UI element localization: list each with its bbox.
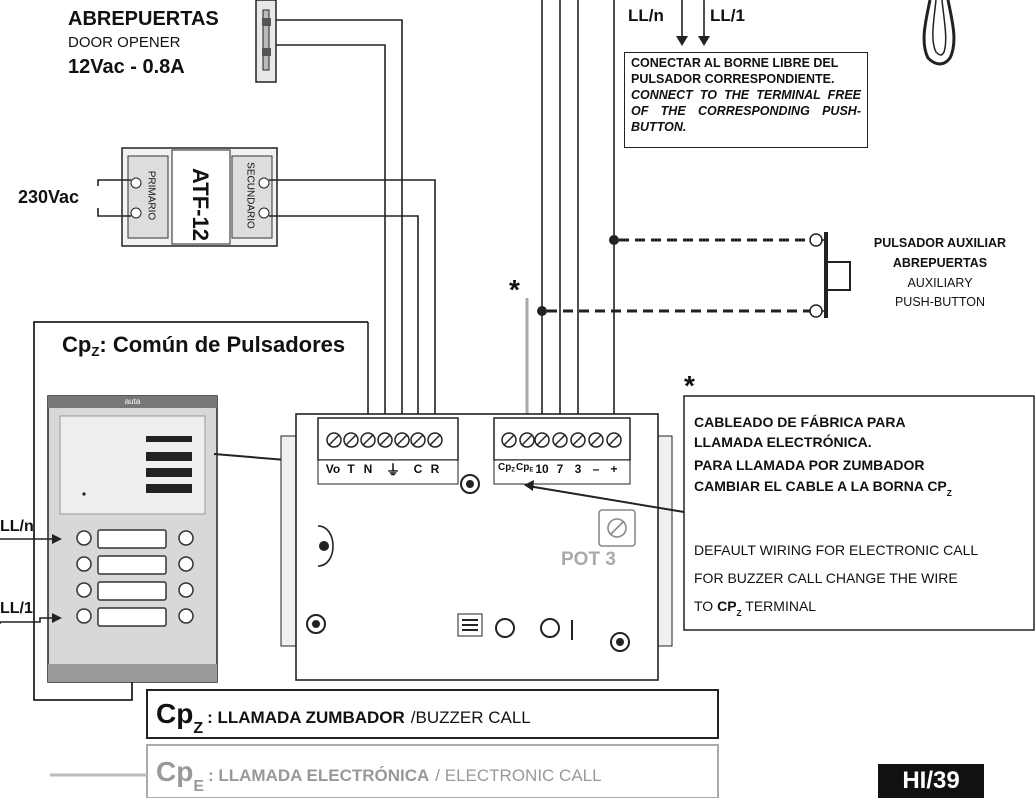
- legend-buzzer-prefix: Cp: [156, 698, 194, 729]
- wiring-note-en-3-a: TO: [694, 598, 718, 614]
- pot-label: POT 3: [561, 549, 616, 570]
- door-opener-rating: 12Vac - 0.8A: [68, 56, 185, 78]
- terminal-cpe-label: CpE: [516, 462, 533, 474]
- asterisk-wire: *: [509, 274, 520, 305]
- terminal-cpz-prefix: Cp: [498, 462, 512, 473]
- call-line-n-label: LL/n: [628, 6, 664, 25]
- terminal-10-label: 10: [535, 462, 549, 476]
- aux-button-es-1: PULSADOR AUXILIAR: [873, 236, 1007, 250]
- wiring-note-en-3-b: CP: [717, 598, 737, 614]
- terminal-plus-label: +: [610, 462, 618, 476]
- terminal-t-label: T: [347, 462, 355, 476]
- connect-note-en: CONNECT TO THE TERMINAL FREE OF THE CORR…: [631, 88, 861, 134]
- transformer-model: ATF-12: [188, 168, 213, 241]
- terminal-cpz-sub: Z: [511, 467, 516, 474]
- legend-buzzer-en: /BUZZER CALL: [410, 708, 531, 727]
- terminal-vo-label: Vo: [325, 462, 341, 476]
- legend-buzzer-es: : LLAMADA ZUMBADOR: [207, 708, 405, 727]
- wiring-note-es-1: CABLEADO DE FÁBRICA PARA: [694, 414, 906, 430]
- asterisk-note: *: [684, 370, 695, 401]
- page-code-badge: HI/39: [902, 767, 960, 794]
- transformer-atf12: [121, 147, 278, 247]
- terminal-cpz-label: CpZ: [498, 462, 515, 474]
- terminal-n-label: N: [363, 462, 373, 476]
- wiring-note-es-2: LLAMADA ELECTRÓNICA.: [694, 434, 872, 450]
- aux-button-es-2: ABREPUERTAS: [892, 256, 988, 270]
- aux-button-en-2: PUSH-BUTTON: [894, 295, 986, 309]
- terminal-3-label: 3: [574, 462, 582, 476]
- legend-electronic-es: : LLAMADA ELECTRÓNICA: [208, 766, 430, 785]
- mains-label: 230Vac: [18, 187, 80, 207]
- common-buttons-subscript: Z: [91, 343, 100, 359]
- connect-note: CONECTAR AL BORNE LIBRE DEL PULSADOR COR…: [624, 52, 868, 148]
- legend-electronic-en: / ELECTRONIC CALL: [435, 766, 602, 785]
- legend-buzzer: CpZ: LLAMADA ZUMBADOR/BUZZER CALL: [156, 694, 531, 749]
- panel-line-n-label: LL/n: [0, 518, 34, 535]
- call-line-1-label: LL/1: [710, 6, 745, 25]
- wiring-note-en-3-c: TERMINAL: [741, 598, 817, 614]
- common-buttons-prefix: Cp: [62, 332, 92, 357]
- terminal-ground-label: ⏚: [386, 462, 400, 478]
- common-buttons-label: CpZ: Común de Pulsadores: [62, 332, 345, 359]
- door-opener-device: [255, 0, 277, 83]
- terminal-c-label: C: [413, 462, 423, 476]
- legend-electronic-prefix: Cp: [156, 756, 194, 787]
- legend-electronic-sub: E: [193, 778, 204, 795]
- terminal-r-label: R: [430, 462, 440, 476]
- wiring-note-es-3: PARA LLAMADA POR ZUMBADOR: [694, 457, 925, 473]
- wiring-note-en-3: TO CPZ TERMINAL: [694, 596, 816, 623]
- terminal-7-label: 7: [556, 462, 564, 476]
- wiring-note-es-4-sub: Z: [946, 488, 952, 498]
- aux-button-en-1: AUXILIARY: [907, 276, 973, 290]
- door-opener-title: ABREPUERTAS: [68, 8, 219, 30]
- handset-icon: [922, 0, 956, 66]
- wiring-note-en-3-sub: Z: [736, 608, 742, 618]
- common-buttons-text: : Común de Pulsadores: [99, 332, 346, 357]
- panel-line-1-label: LL/1: [0, 600, 33, 617]
- terminal-cpe-sub: E: [529, 467, 534, 474]
- terminal-minus-label: –: [592, 462, 600, 476]
- legend-buzzer-sub: Z: [193, 720, 204, 737]
- legend-electronic: CpE: LLAMADA ELECTRÓNICA / ELECTRONIC CAL…: [156, 752, 602, 807]
- wiring-note-en-1: DEFAULT WIRING FOR ELECTRONIC CALL: [694, 542, 979, 558]
- wiring-note-es-4-text: CAMBIAR EL CABLE A LA BORNA CP: [694, 478, 947, 494]
- call-buttons: [76, 529, 194, 627]
- connect-note-es: CONECTAR AL BORNE LIBRE DEL PULSADOR COR…: [631, 56, 839, 86]
- wiring-note-en-2: FOR BUZZER CALL CHANGE THE WIRE: [694, 570, 958, 586]
- transformer-primary-label: PRIMARIO: [145, 170, 157, 221]
- door-opener-subtitle: DOOR OPENER: [68, 34, 181, 51]
- terminal-cpe-prefix: Cp: [516, 462, 530, 473]
- transformer-secondary-label: SECUNDARIO: [244, 162, 256, 229]
- monitor-unit: [280, 413, 673, 681]
- wiring-note-es-4: CAMBIAR EL CABLE A LA BORNA CPZ: [694, 476, 952, 503]
- panel-brand: auta: [124, 397, 141, 406]
